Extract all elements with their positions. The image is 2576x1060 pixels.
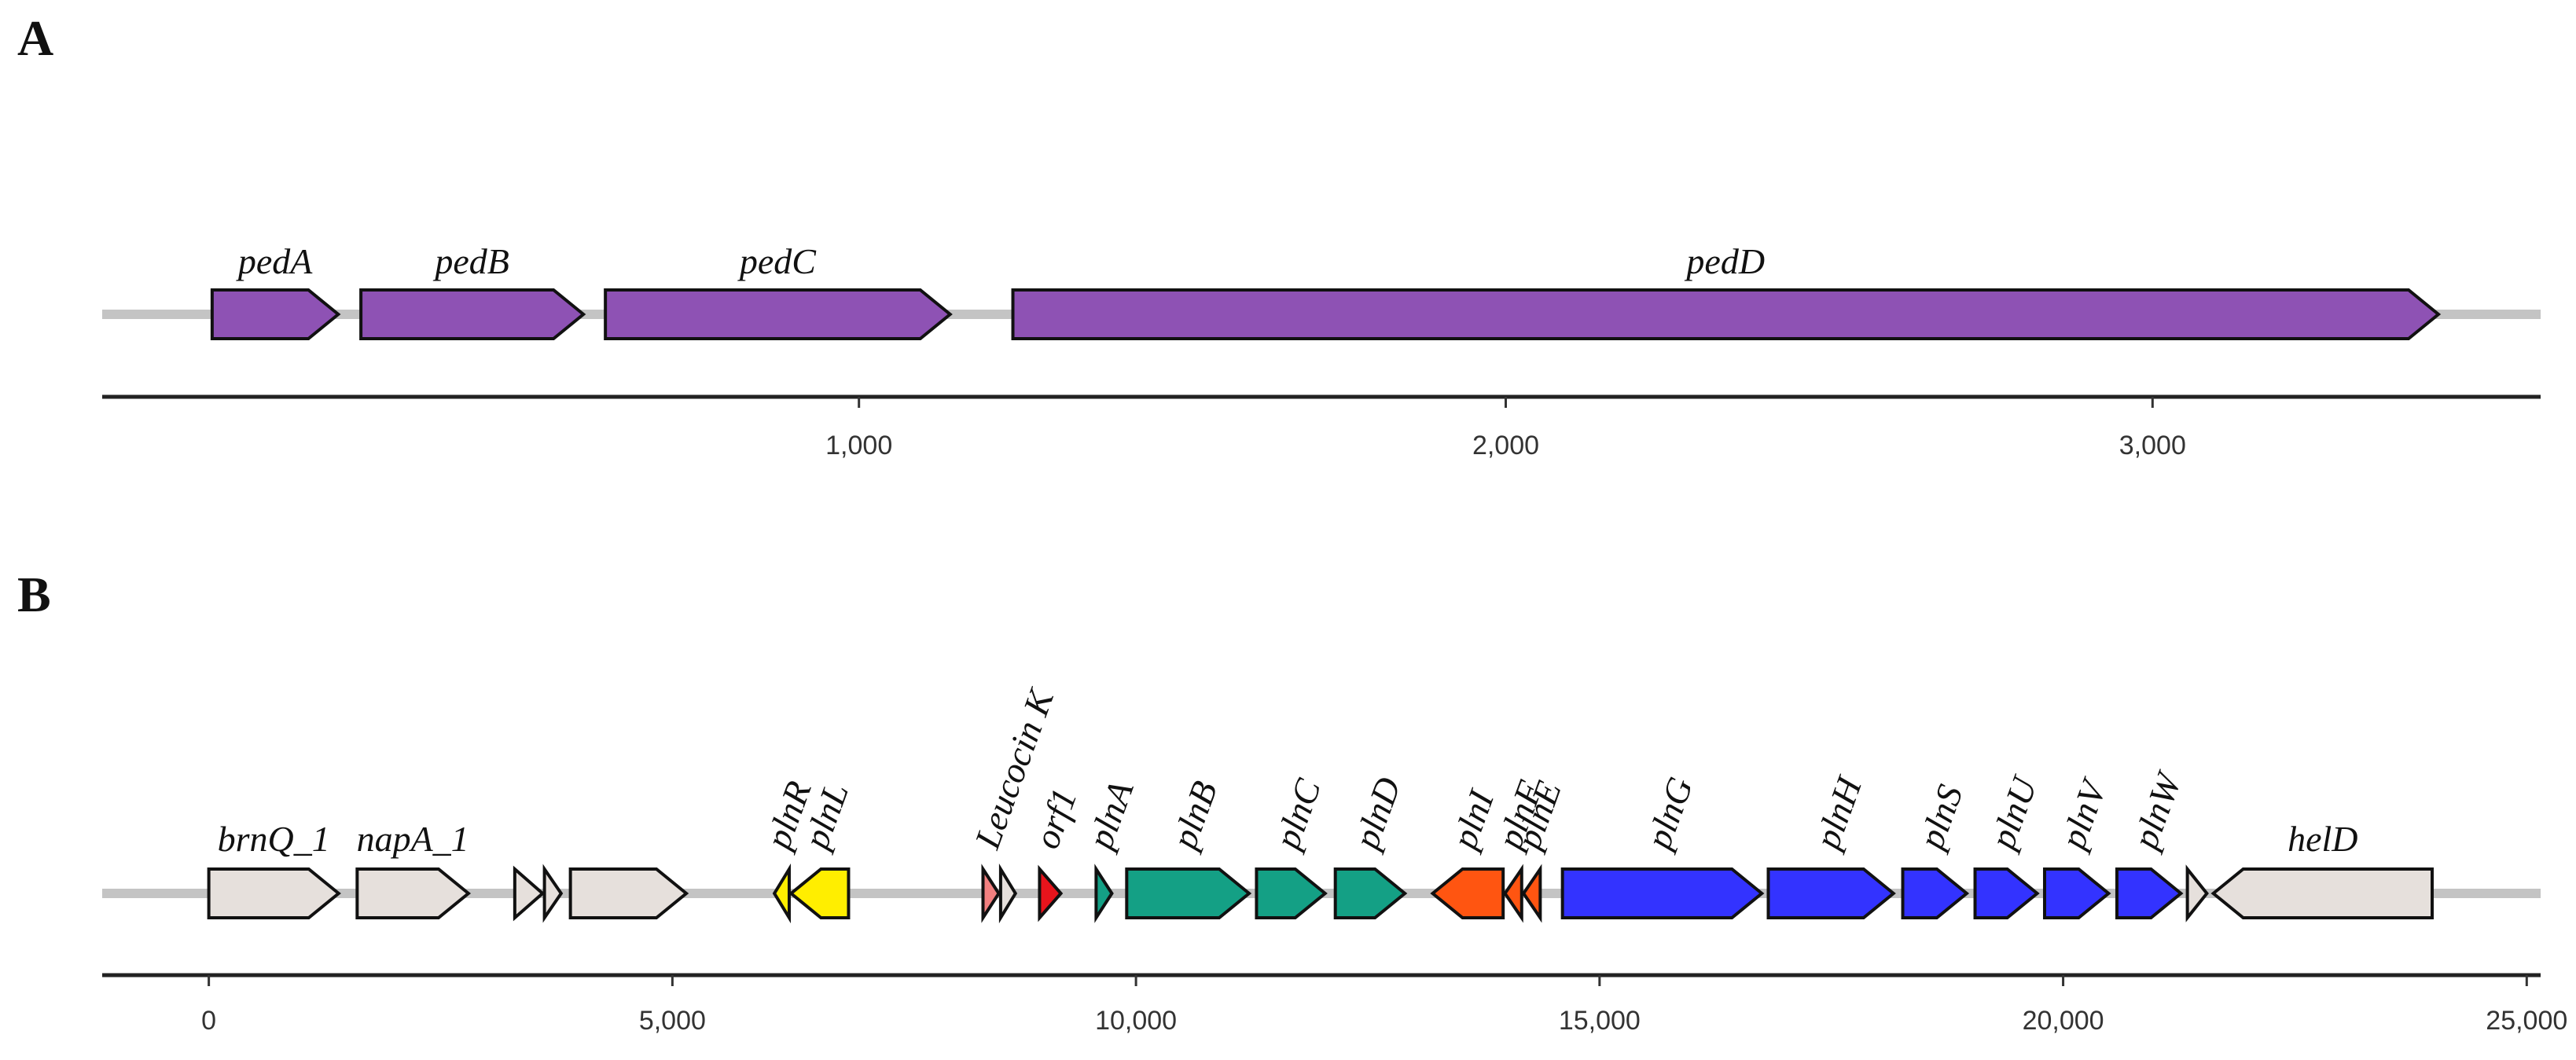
gene-arrow-held (2210, 867, 2435, 919)
gene-arrow-plnw (2115, 867, 2184, 919)
gene-arrow-plna (1094, 864, 1114, 923)
gene-label: plnV (2052, 772, 2115, 856)
gene-label: brnQ_1 (218, 819, 330, 859)
gene-arrow-pedb (359, 288, 586, 340)
gene-arrow-plni (1430, 867, 1505, 919)
gene-arrow-plnv (2042, 867, 2111, 919)
gene-label: plnD (1345, 772, 1408, 856)
gene-label: plnU (1981, 770, 2045, 856)
x-axis-tick-label: 10,000 (1095, 1006, 1177, 1036)
gene-arrow-pedd (1011, 288, 2442, 340)
x-axis-tick-label: 1,000 (825, 431, 892, 460)
gene-arrow-plnb (1125, 867, 1252, 919)
gene-arrow-unnamed (998, 863, 1018, 924)
gene-label: plnW (2124, 765, 2189, 856)
gene-arrow-unnamed (513, 865, 546, 922)
gene-arrow-plns (1901, 867, 1970, 919)
gene-label: plnA (1079, 775, 1141, 856)
x-axis-tick-label: 25,000 (2486, 1006, 2567, 1036)
x-axis-tick-label: 15,000 (1559, 1006, 1641, 1036)
panel-a: A 1,000 2,000 3,000 pedA pedB pedC pedD (17, 10, 2541, 460)
gene-arrow-unnamed (542, 864, 564, 923)
gene-label: plnI (1443, 783, 1502, 856)
gene-label: pedD (1684, 241, 1765, 281)
gene-label: plnC (1266, 773, 1329, 856)
gene-arrow-unnamed (568, 867, 689, 919)
gene-arrow-napa-1 (355, 867, 472, 919)
gene-label: plnG (1637, 772, 1700, 856)
gene-label: helD (2288, 819, 2357, 859)
gene-label: plnB (1163, 776, 1226, 856)
gene-arrow-leucocin-k (981, 864, 1001, 923)
gene-label: pedA (236, 241, 313, 281)
gene-label: plnS (1910, 779, 1971, 856)
panel-b: B 0 5,000 10,000 15,000 20,000 25,000 brnQ_1 nap… (17, 567, 2567, 1036)
gene-arrow-plne (1521, 864, 1542, 923)
gene-arrow-plnl (788, 867, 851, 919)
x-axis-tick-label: 3,000 (2119, 431, 2186, 460)
x-axis-tick-label: 20,000 (2023, 1006, 2104, 1036)
x-axis-tick-label: 0 (201, 1006, 216, 1036)
gene-arrow-orf1 (1038, 864, 1064, 922)
gene-arrow-plnr (772, 863, 791, 924)
gene-label: plnH (1806, 770, 1870, 856)
gene-arrow-plnc (1255, 867, 1328, 919)
x-axis-tick-label: 2,000 (1472, 431, 1539, 460)
panel-letter: B (17, 567, 51, 622)
gene-arrow-peda (210, 288, 341, 340)
gene-label: pedC (737, 241, 817, 281)
gene-arrow-plnd (1333, 867, 1408, 919)
gene-label: napA_1 (357, 819, 469, 859)
gene-label: orf1 (1026, 783, 1084, 854)
gene-arrow-plnh (1766, 867, 1896, 919)
gene-arrow-plnf (1503, 864, 1523, 923)
gene-arrow-unnamed (2185, 864, 2209, 922)
gene-arrow-plng (1560, 867, 1765, 919)
gene-arrow-plnu (1973, 867, 2040, 919)
gene-arrow-pedc (604, 288, 953, 340)
x-axis-tick-label: 5,000 (639, 1006, 706, 1036)
panel-letter: A (17, 10, 53, 66)
gene-arrow-brnq-1 (207, 867, 341, 919)
gene-label: pedB (432, 241, 509, 281)
